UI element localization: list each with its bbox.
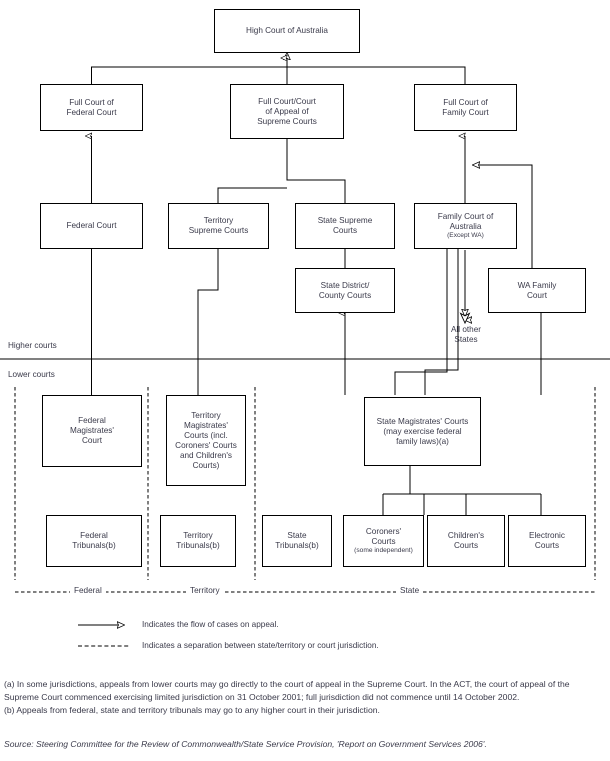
node-coroners-courts[interactable]: Coroners'Courts (some independent) <box>343 515 424 567</box>
node-high-court[interactable]: High Court of Australia <box>214 9 360 53</box>
node-label: State Magistrates' Courts(may exercise f… <box>376 416 469 446</box>
node-sublabel: (Except WA) <box>447 232 484 240</box>
footnotes: (a) In some jurisdictions, appeals from … <box>4 678 604 717</box>
node-label: Coroners'Courts <box>365 527 402 547</box>
node-label: State District/County Courts <box>318 280 372 300</box>
node-label: Federal Court <box>66 221 117 230</box>
lower-courts-label: Lower courts <box>8 370 55 379</box>
higher-courts-label: Higher courts <box>8 341 57 350</box>
node-state-magistrates-courts[interactable]: State Magistrates' Courts(may exercise f… <box>364 397 481 466</box>
node-state-district-county-courts[interactable]: State District/County Courts <box>295 268 395 313</box>
jurisdiction-label-federal: Federal <box>70 586 106 595</box>
node-sublabel: (some independent) <box>354 547 413 555</box>
jurisdiction-label-territory: Territory <box>186 586 224 595</box>
legend-text: Indicates the flow of cases on appeal. <box>142 620 279 629</box>
legend-text: Indicates a separation between state/ter… <box>142 641 379 650</box>
footnote-a: (a) In some jurisdictions, appeals from … <box>4 679 570 703</box>
jurisdiction-label-state: State <box>396 586 424 595</box>
node-federal-court[interactable]: Federal Court <box>40 203 143 249</box>
source-line: Source: Steering Committee for the Revie… <box>4 739 487 749</box>
footnote-b: (b) Appeals from federal, state and terr… <box>4 705 380 716</box>
node-label: High Court of Australia <box>246 26 328 35</box>
